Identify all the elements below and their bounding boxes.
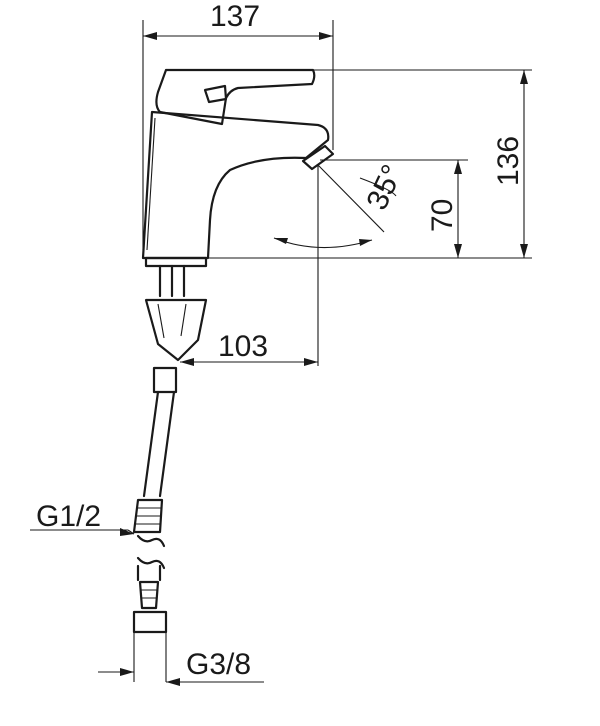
thread-callout-supply: G1/2 (30, 500, 135, 536)
flexible-hose (132, 390, 176, 634)
dimension-spout-height: 70 (320, 159, 468, 258)
dimension-label-spout-projection: 103 (218, 330, 268, 363)
faucet-body (141, 110, 335, 260)
mounting-assembly (144, 264, 208, 394)
dimension-spout-angle: 35° (273, 160, 410, 249)
dimension-label-spout-height: 70 (426, 199, 459, 232)
thread-label-supply: G1/2 (36, 500, 101, 533)
thread-callout-hose: G3/8 (98, 632, 264, 686)
dimension-overall-height: 136 (208, 69, 532, 259)
dimension-label-overall-width: 137 (210, 0, 260, 33)
dimension-label-overall-height: 136 (492, 136, 525, 186)
dimension-spout-projection: 103 (180, 330, 318, 366)
faucet-lever (155, 68, 316, 126)
dimension-label-spout-angle: 35° (360, 160, 409, 215)
base-plate (144, 256, 208, 268)
dimension-overall-width: 137 (142, 0, 334, 250)
thread-label-hose: G3/8 (186, 648, 251, 681)
